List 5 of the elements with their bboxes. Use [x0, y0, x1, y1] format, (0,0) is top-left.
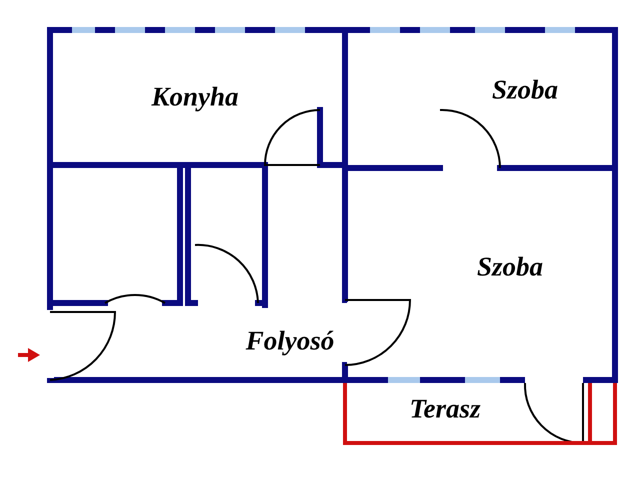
room-label: Szoba [476, 252, 544, 282]
room-label: Folyosó [246, 326, 334, 356]
room-label: Konyha [151, 82, 239, 112]
room-label: Szoba [492, 74, 558, 106]
room-label: Terasz [409, 394, 481, 424]
